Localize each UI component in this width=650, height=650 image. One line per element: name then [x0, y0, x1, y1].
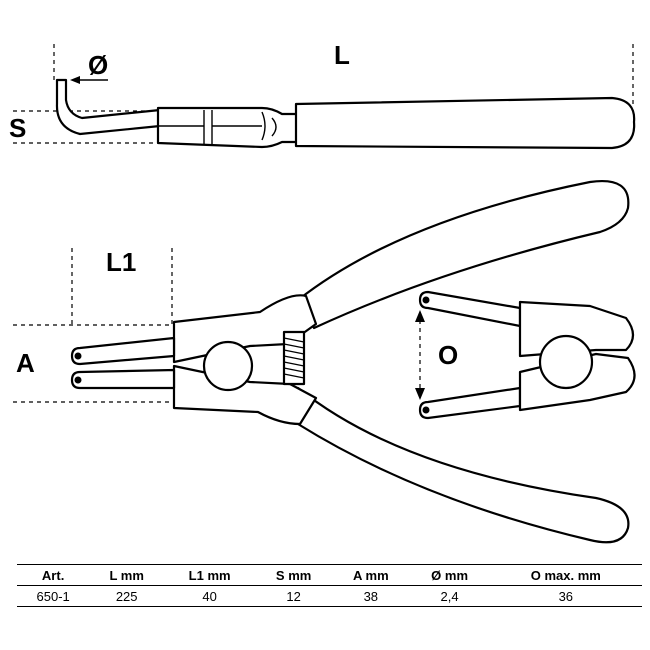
- header-diameter: Ø mm: [431, 567, 468, 583]
- cell-diameter: 2,4: [440, 588, 459, 604]
- open-jaw-detail: [415, 290, 636, 420]
- specification-table: Art. L mm L1 mm S mm A mm Ø mm O max. mm…: [17, 564, 642, 607]
- header-article: Art.: [41, 567, 65, 583]
- tip-length-label: L1: [106, 247, 136, 277]
- diameter-label: Ø: [88, 50, 108, 80]
- side-view: [13, 44, 636, 150]
- header-opening-a: A mm: [353, 567, 389, 583]
- table-row: 650-1 225 40 12 38 2,4 36: [17, 586, 642, 607]
- table-header-row: Art. L mm L1 mm S mm A mm Ø mm O max. mm: [17, 564, 642, 586]
- cell-spread: 12: [286, 588, 301, 604]
- header-length: L mm: [109, 567, 144, 583]
- front-view: [13, 180, 630, 544]
- header-opening-o: O max. mm: [530, 567, 601, 583]
- length-label: L: [334, 40, 350, 70]
- spring: [282, 330, 306, 386]
- header-spread: S mm: [275, 567, 312, 583]
- pliers-technical-drawing: Ø L S L1 A O: [9, 40, 636, 544]
- cell-length: 225: [115, 588, 138, 604]
- header-tip-length: L1 mm: [188, 567, 231, 583]
- opening-a-label: A: [16, 348, 35, 378]
- cell-article: 650-1: [36, 588, 70, 604]
- cell-tip-length: 40: [202, 588, 217, 604]
- cell-opening-o: 36: [558, 588, 574, 604]
- opening-o-label: O: [438, 340, 458, 370]
- cell-opening-a: 38: [363, 588, 379, 604]
- spread-label: S: [9, 113, 26, 143]
